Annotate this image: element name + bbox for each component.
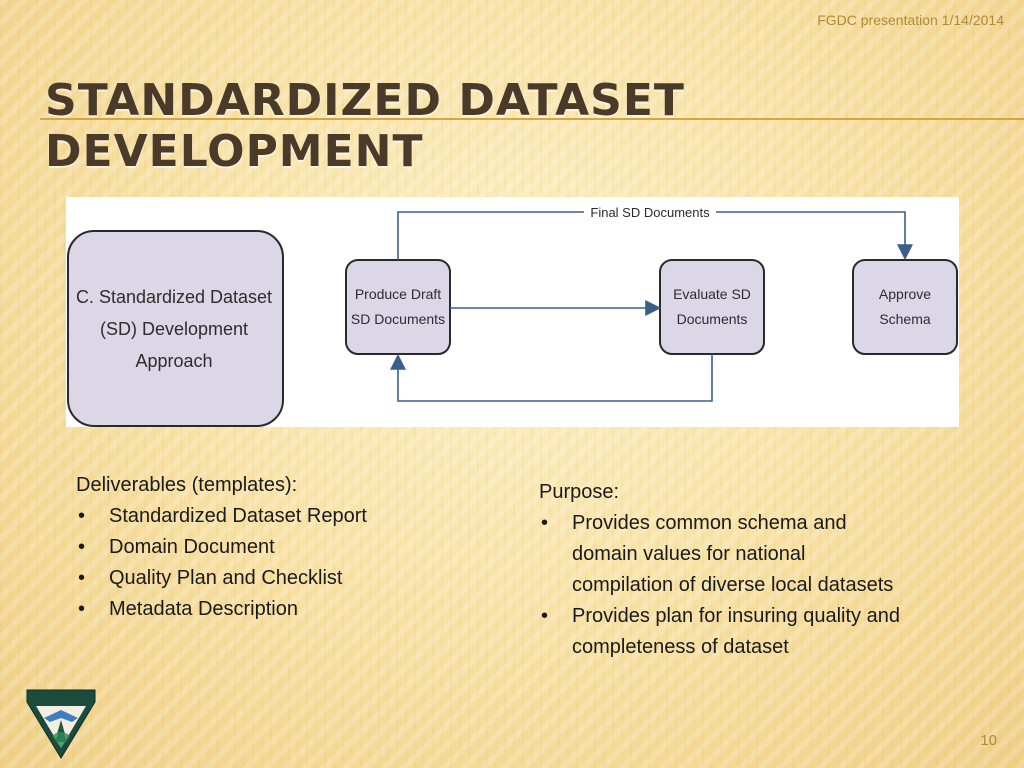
purpose-heading: Purpose:	[539, 481, 620, 503]
evaluate-box: Evaluate SD Documents	[659, 259, 765, 355]
approve-line1: Approve	[879, 286, 931, 302]
purpose-list: Provides common schema and domain values…	[539, 508, 909, 663]
final-documents-label: Final SD Documents	[590, 205, 710, 220]
list-item: Metadata Description	[76, 594, 476, 625]
process-diagram: C. Standardized Dataset (SD) Development…	[66, 197, 959, 427]
list-item: Provides common schema and domain values…	[539, 508, 909, 601]
process-diagram-svg: C. Standardized Dataset (SD) Development…	[67, 202, 958, 427]
approach-box: C. Standardized Dataset (SD) Development…	[67, 230, 284, 427]
deliverables-list: Standardized Dataset Report Domain Docum…	[76, 501, 476, 625]
feedback-loop-arrow	[390, 353, 713, 402]
produce-draft-line1: Produce Draft	[355, 286, 441, 302]
evaluate-line1: Evaluate SD	[673, 286, 751, 302]
arrow-label-bg	[584, 202, 716, 222]
title-divider	[40, 118, 1024, 120]
deliverables-heading: Deliverables (templates):	[76, 474, 298, 496]
blm-logo-icon	[24, 688, 98, 760]
list-item: Standardized Dataset Report	[76, 501, 476, 532]
list-item: Provides plan for insuring quality and c…	[539, 601, 909, 663]
slide-title: Standardized Dataset Development	[45, 75, 685, 177]
produce-draft-box: Produce Draft SD Documents	[345, 259, 451, 355]
approach-box-line3: Approach	[135, 351, 212, 371]
approach-box-line2: (SD) Development	[100, 319, 248, 339]
page-number: 10	[980, 732, 997, 749]
approach-box-line1: C. Standardized Dataset	[76, 287, 272, 307]
evaluate-line2: Documents	[677, 311, 748, 327]
list-item: Domain Document	[76, 532, 476, 563]
approve-box: Approve Schema	[852, 259, 958, 355]
list-item: Quality Plan and Checklist	[76, 563, 476, 594]
deliverables-section: Deliverables (templates): Standardized D…	[76, 470, 476, 625]
approve-line2: Schema	[879, 311, 931, 327]
purpose-section: Purpose: Provides common schema and doma…	[539, 477, 909, 663]
header-note: FGDC presentation 1/14/2014	[817, 12, 1004, 28]
produce-draft-line2: SD Documents	[351, 311, 445, 327]
